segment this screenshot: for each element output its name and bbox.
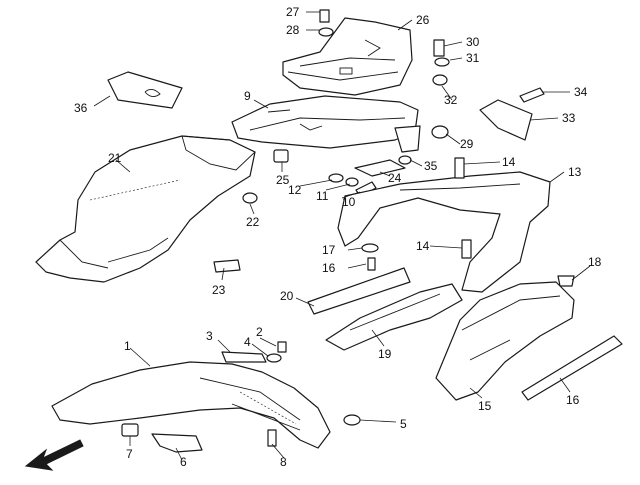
part-28-bolt [319,9,330,23]
part-6-bracket [151,433,203,453]
part-15-side-cover [435,281,575,401]
part-12-washer [328,173,344,183]
part-23-nut [242,192,258,204]
callout-33: 32 [444,93,458,107]
callout-10: 10 [342,195,356,209]
callout-14-mid: 14 [416,239,430,253]
callout-27: 26 [416,13,430,27]
callout-35: 34 [574,85,588,99]
callout-24: 23 [212,283,226,297]
callout-1: 1 [124,339,131,353]
part-33-collar [432,74,448,86]
callout-11: 11 [316,189,329,203]
callout-15: 15 [478,399,492,413]
callout-29: 28 [286,23,300,37]
part-36-bolt [398,155,412,165]
part-35-screw [519,87,545,103]
part-26-clip [273,149,289,163]
part-18-washer [361,243,379,253]
part-14-bolt-b [461,239,472,259]
callout-2: 2 [256,325,263,339]
part-9-frame-bracket [231,95,421,153]
callout-36: 35 [424,159,438,173]
part-29-washer [318,27,334,37]
callout-25: 24 [388,171,402,185]
callout-30: 29 [460,137,474,151]
front-direction-arrow-icon [24,439,84,471]
part-1-front-fender [51,361,331,449]
callout-9: 9 [244,89,251,103]
leader-lines [93,11,591,461]
part-3-stay [221,351,267,363]
callout-19: 18 [588,255,602,269]
callout-21: 20 [280,289,294,303]
callout-23: 22 [246,215,260,229]
part-25-stay [354,159,406,177]
part-27-seat-bracket [282,17,413,96]
callout-32: 31 [466,51,480,65]
callout-37: 36 [74,101,88,115]
part-22-inner-fender [35,135,256,283]
callout-labels: 27 28 26 30 31 32 29 34 33 35 14 13 14 1… [74,5,602,469]
callout-14-top: 14 [502,155,516,169]
callout-5: 5 [400,417,407,431]
callout-7: 7 [126,447,133,461]
part-20-tail-cover [325,283,463,351]
callout-17: 16 [322,261,336,275]
part-19-clip [557,275,575,287]
callout-28: 27 [286,5,300,19]
part-8-bolt [267,429,277,447]
part-13-grab-rail [337,171,551,293]
callout-26: 25 [276,173,290,187]
part-37-pad [107,71,183,109]
callout-34: 33 [562,111,576,125]
callout-13: 13 [568,165,582,179]
part-21-strip [307,267,411,315]
part-2-bolt [277,341,287,353]
part-14-bolt-a [454,157,465,179]
part-32-washer [434,57,450,67]
part-16-strip [521,335,623,401]
part-17-bolt [367,257,376,271]
part-31-bolt [433,39,445,57]
part-34-bracket [479,99,533,141]
part-7-clip [121,423,139,437]
callout-3: 3 [206,329,213,343]
callout-31: 30 [466,35,480,49]
part-4-washer [266,353,282,363]
part-24-clip [213,259,241,273]
callout-22: 21 [108,151,122,165]
part-30-grommet [431,125,449,139]
callout-16: 16 [566,393,580,407]
callout-4: 4 [244,335,251,349]
part-5-nut [343,414,361,426]
callout-12: 12 [288,183,302,197]
callout-8: 8 [280,455,287,469]
callout-20: 19 [378,347,392,361]
callout-6: 6 [180,455,187,469]
callout-18: 17 [322,243,336,257]
